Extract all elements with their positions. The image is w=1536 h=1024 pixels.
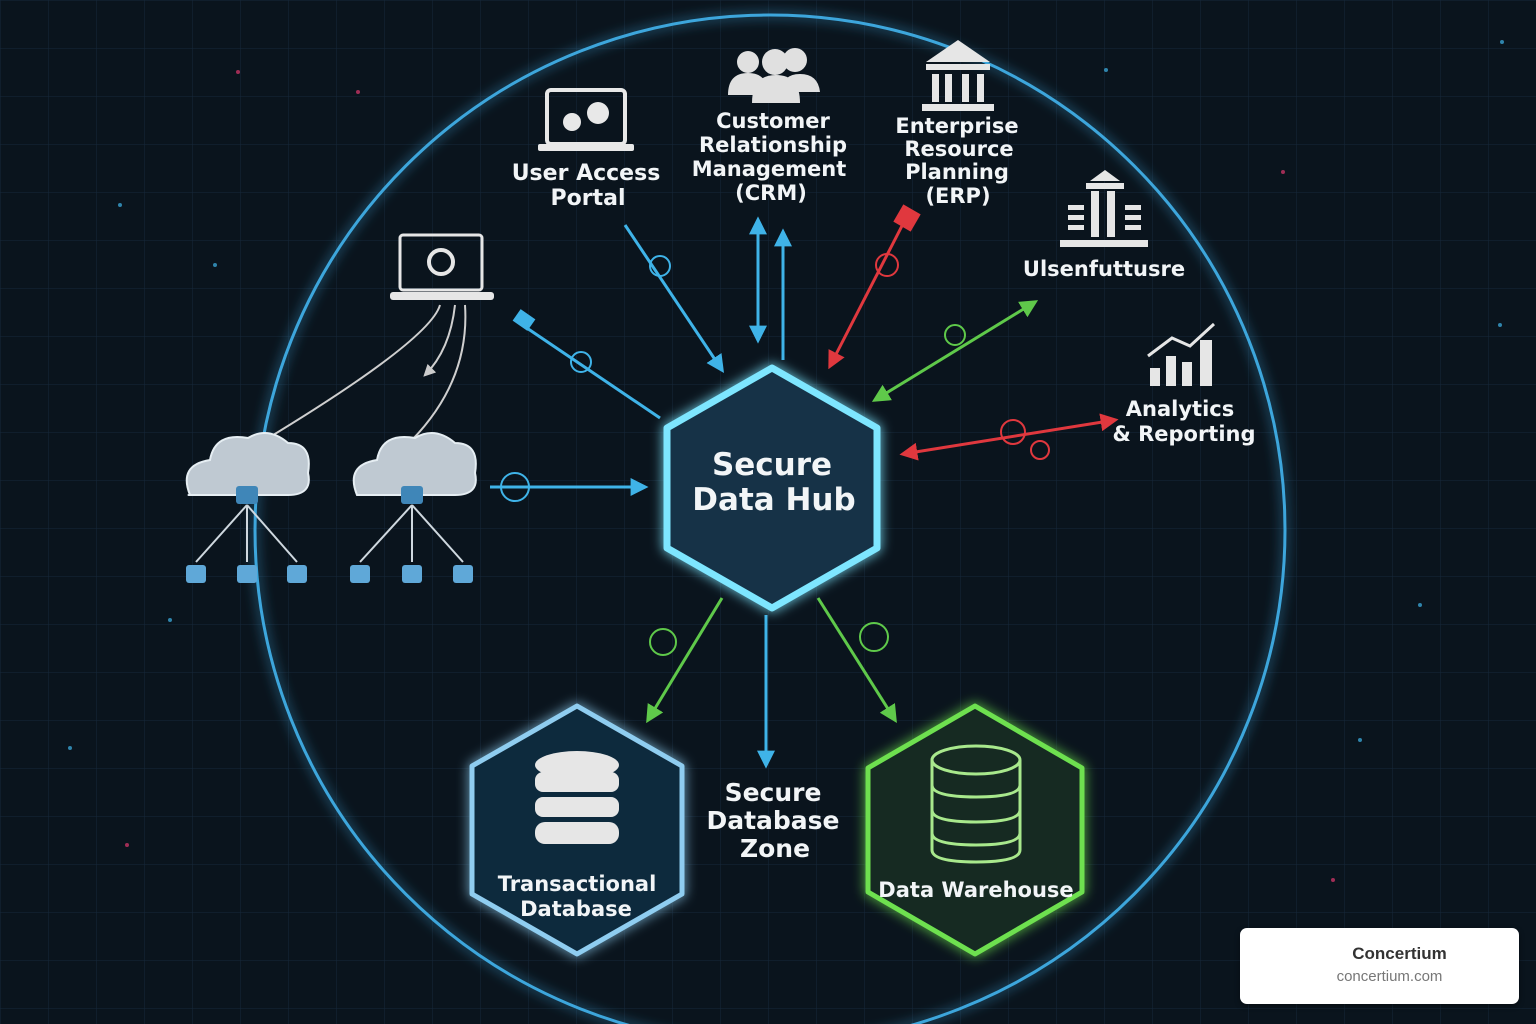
secure-database-zone-label: Secure Database Zone [706, 778, 839, 863]
arrow-erp-to-hub [828, 219, 907, 370]
portal-label-line1: User Access [512, 161, 661, 186]
secure-data-hub[interactable]: Secure Data Hub [663, 364, 881, 612]
connection-arrows [490, 204, 1119, 769]
zone-label-line2: Database [706, 806, 839, 835]
node-crm[interactable]: Customer Relationship Management (CRM) [692, 48, 847, 205]
arrow-portal-to-hub [623, 224, 725, 373]
hub-hexagon [663, 364, 881, 612]
lock-icon [401, 486, 423, 504]
cloud-cluster-left[interactable] [185, 432, 310, 583]
warehouse-hexagon [865, 703, 1085, 957]
hub-label-line2: Data Hub [692, 482, 855, 518]
transactional-label-line1: Transactional [498, 872, 657, 896]
infrastructure-label: Ulsenfuttusre [1023, 257, 1185, 281]
node-infrastructure[interactable]: Ulsenfuttusre [1023, 170, 1185, 281]
cloud-icon [352, 432, 477, 496]
warehouse-label: Data Warehouse [878, 878, 1073, 902]
database-icon [535, 751, 619, 844]
database-icon [930, 744, 1022, 864]
node-transactional-database[interactable]: Transactional Database [469, 703, 685, 957]
cloud-cluster-right[interactable] [350, 432, 477, 583]
crm-label-line2: Relationship [699, 133, 847, 157]
zone-label-line1: Secure [725, 778, 822, 807]
erp-label-line3: Planning [905, 160, 1009, 184]
portal-label-line2: Portal [551, 186, 626, 211]
bar-chart-icon [1147, 322, 1216, 386]
arrow-analytics-hub [899, 413, 1119, 461]
erp-label-line4: (ERP) [925, 184, 990, 208]
node-analytics-reporting[interactable]: Analytics & Reporting [1112, 322, 1256, 446]
crm-label-line3: Management [692, 157, 847, 181]
arrow-infrastructure-hub [871, 300, 1039, 402]
watermark-card[interactable]: Concertium concertium.com [1240, 928, 1519, 1004]
lock-icon [236, 486, 258, 504]
watermark-url[interactable]: concertium.com [1336, 968, 1443, 985]
analytics-label-line1: Analytics [1126, 397, 1234, 421]
building-columns-icon [1060, 170, 1148, 247]
node-user-access-portal[interactable]: User Access Portal [512, 88, 661, 211]
secure-perimeter-ring [253, 13, 1287, 1024]
crm-label-line1: Customer [716, 109, 830, 133]
hub-label-line1: Secure [712, 447, 832, 483]
lock-icons [186, 565, 307, 583]
transactional-label-line2: Database [520, 897, 632, 921]
bank-building-icon [922, 40, 994, 111]
erp-label-line1: Enterprise [895, 114, 1018, 138]
lock-icons [350, 565, 473, 583]
analytics-label-line2: & Reporting [1112, 422, 1255, 446]
watermark-brand: Concertium [1352, 944, 1447, 963]
arrow-hub-to-warehouse [816, 597, 897, 724]
crm-label-line4: (CRM) [735, 181, 807, 205]
laptop-gear-icon[interactable] [264, 233, 494, 441]
arrow-hub-to-transactional [646, 597, 724, 724]
monitor-gear-icon [538, 88, 634, 151]
node-data-warehouse[interactable]: Data Warehouse [865, 703, 1085, 957]
zone-label-line3: Zone [740, 834, 810, 863]
users-gear-icon [728, 48, 820, 103]
node-erp[interactable]: Enterprise Resource Planning (ERP) [895, 40, 1019, 208]
erp-label-line2: Resource [904, 137, 1013, 161]
cloud-icon [185, 432, 310, 496]
